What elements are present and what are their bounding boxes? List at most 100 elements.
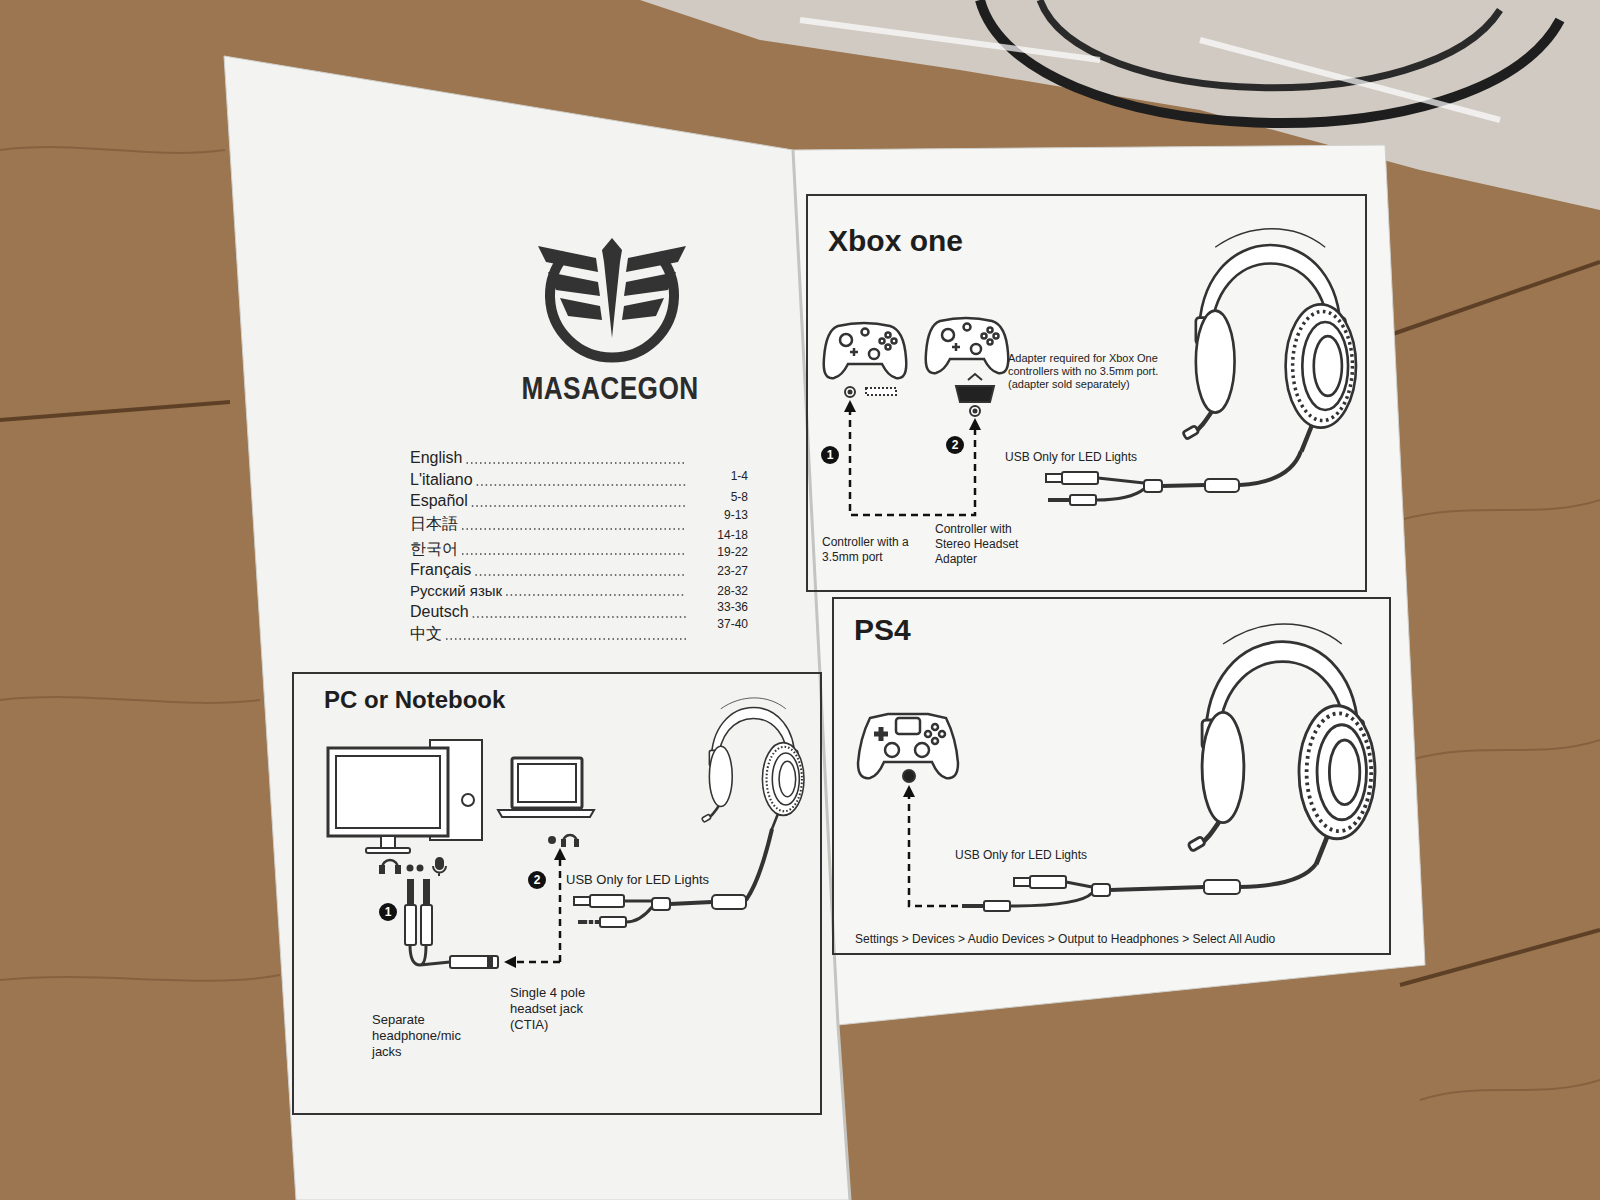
toc-pages: 33-36 xyxy=(690,600,748,614)
ps4-illustration xyxy=(1204,880,1240,894)
ps4-illustration xyxy=(962,904,984,908)
brand-emblem xyxy=(602,238,622,338)
ps4-dashed-arrow xyxy=(909,794,958,906)
ps4-illustration xyxy=(1030,876,1066,888)
wood-table xyxy=(1420,1080,1600,1100)
pc-illustration xyxy=(424,880,429,905)
toc-pages: 9-13 xyxy=(690,508,748,522)
xbox-illustration xyxy=(1096,489,1144,500)
pc-illustration xyxy=(433,866,446,876)
pc-illustration xyxy=(518,764,576,802)
xbox-illustration xyxy=(845,387,855,397)
xbox-illustration xyxy=(1162,485,1205,486)
pc-illustration xyxy=(418,866,423,871)
pc-illustration xyxy=(328,748,448,836)
xbox-arrowheads xyxy=(969,418,981,430)
brand-emblem xyxy=(622,298,664,320)
pc-illustration xyxy=(462,794,474,806)
xbox-illustration xyxy=(970,406,980,416)
instruction-panel: PS4 xyxy=(832,597,1391,955)
xbox-illustration xyxy=(1205,479,1239,492)
ps4-illustration xyxy=(1188,624,1375,864)
ps4-illustration xyxy=(984,901,1010,911)
toc-pages: 37-40 xyxy=(690,617,748,631)
wood-table xyxy=(0,402,230,420)
toc-language: Русский язык xyxy=(410,581,502,600)
cable-note: USB Only for LED Lights xyxy=(1005,450,1137,465)
ps4-dashed-arrow xyxy=(909,794,958,906)
pc-illustration xyxy=(488,956,492,968)
pc-illustration xyxy=(380,866,384,873)
leader-dots xyxy=(473,616,686,618)
callout-number: 2 xyxy=(946,436,964,454)
toc-language: Español xyxy=(410,491,468,511)
xbox-illustration xyxy=(1048,498,1070,502)
toc-language: Français xyxy=(410,560,471,580)
wood-table xyxy=(0,147,225,153)
pc-illustration xyxy=(575,840,578,846)
wood-table xyxy=(0,697,260,703)
xbox-illustration xyxy=(1183,229,1356,452)
controller-note: Controller with Stereo Headset Adapter xyxy=(935,522,1035,567)
toc-language: 日本語 xyxy=(410,514,458,534)
xbox-dashed-arrows xyxy=(850,408,975,515)
brand-emblem xyxy=(626,246,686,272)
toc-pages: 1-4 xyxy=(690,469,748,483)
brand-emblem xyxy=(538,238,686,358)
toc-language: 中文 xyxy=(410,624,442,644)
pc-illustration xyxy=(498,810,594,817)
ps4-arrowhead xyxy=(903,785,915,797)
ps4-illustration xyxy=(1110,887,1204,890)
leader-dots xyxy=(477,484,686,486)
toc-language: L'italiano xyxy=(410,470,473,490)
ps4-illustration xyxy=(1066,882,1092,887)
pc-illustration xyxy=(746,829,772,900)
ps4-illustration xyxy=(1240,864,1316,887)
pc-illustration xyxy=(670,902,712,904)
pc-illustration xyxy=(410,945,450,965)
ps4-illustration xyxy=(1010,893,1092,906)
xbox-arrowheads xyxy=(844,400,981,430)
settings-path: Settings > Devices > Audio Devices > Out… xyxy=(855,932,1275,947)
cable-note: USB Only for LED Lights xyxy=(955,848,1087,863)
pc-illustration xyxy=(590,895,624,907)
instruction-panel: Xbox one xyxy=(806,194,1367,592)
leader-dots xyxy=(462,528,686,530)
xbox-illustration xyxy=(824,229,1356,505)
pc-illustration xyxy=(574,897,590,905)
controller-note: Controller with a 3.5mm port xyxy=(822,535,927,565)
xbox-illustration xyxy=(1144,480,1162,492)
xbox-illustration xyxy=(849,391,852,394)
xbox-illustration xyxy=(956,386,994,402)
pc-illustration xyxy=(328,698,804,968)
jack-note: Single 4 pole headset jack (CTIA) xyxy=(510,985,615,1033)
xbox-illustration xyxy=(926,318,1009,373)
xbox-illustration xyxy=(1046,474,1062,482)
cable-note: USB Only for LED Lights xyxy=(566,872,709,888)
instruction-panel: PC or Notebook xyxy=(292,672,822,1115)
pc-arrowheads xyxy=(504,956,516,968)
toc-pages: 23-27 xyxy=(690,564,748,578)
xbox-arrowheads xyxy=(844,400,856,412)
xbox-illustration xyxy=(1098,478,1144,483)
pc-illustration xyxy=(450,956,498,968)
booklet-pages xyxy=(793,145,1425,1025)
ps4-arrowhead xyxy=(903,785,915,797)
brand-emblem xyxy=(624,272,676,296)
leader-dots xyxy=(462,553,686,555)
brand-emblem xyxy=(560,298,602,320)
adapter-note: Adapter required for Xbox One controller… xyxy=(1008,352,1173,391)
panel-title: Xbox one xyxy=(828,224,963,259)
wood-table xyxy=(1390,262,1600,335)
xbox-illustration xyxy=(824,323,907,378)
wood-table xyxy=(1400,500,1600,520)
plastic-bag xyxy=(800,20,1500,120)
toc-language: Deutsch xyxy=(410,602,469,622)
pc-illustration xyxy=(408,866,413,871)
ps4-illustration xyxy=(858,714,958,778)
pc-illustration xyxy=(436,858,443,869)
